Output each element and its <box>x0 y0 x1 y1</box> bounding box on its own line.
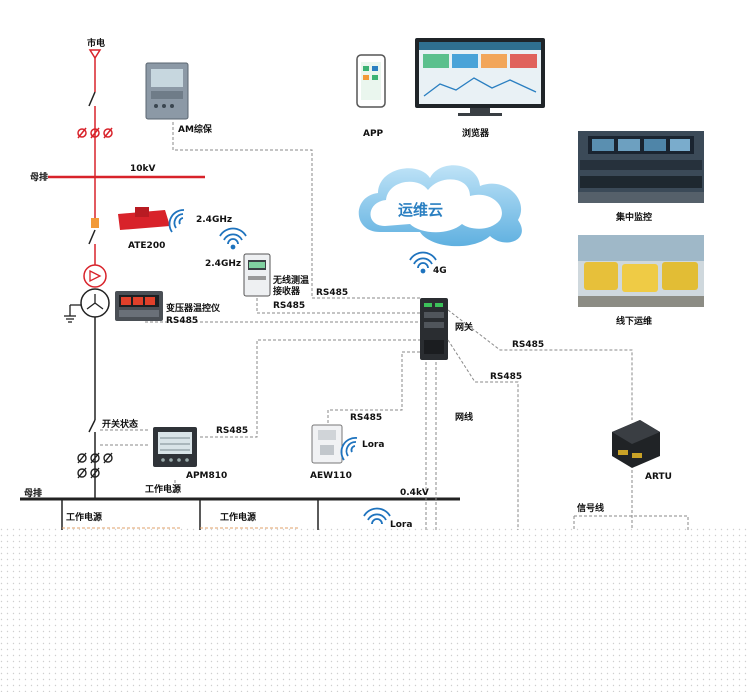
rs485-line-mid <box>447 339 519 530</box>
rs485-artu-label: RS485 <box>512 340 544 350</box>
signal-line-branch <box>573 515 689 530</box>
cloud-icon <box>358 165 522 247</box>
rs485-apm-label: RS485 <box>216 426 248 436</box>
aew110-label: AEW110 <box>310 471 352 481</box>
am-protection-label: AM综保 <box>178 123 213 135</box>
artu-label: ARTU <box>645 472 672 482</box>
ate200-label: ATE200 <box>128 241 165 251</box>
cloud-label: 运维云 <box>398 201 443 219</box>
ate200-sensor-icon <box>118 207 170 230</box>
signal-4g-label: 4G <box>433 266 447 276</box>
lv-breaker-icon <box>88 419 96 433</box>
browser-monitor-icon <box>415 38 545 116</box>
city-power-label: 市电 <box>87 37 105 49</box>
rs485-line-aew <box>327 351 420 423</box>
wifi-icon-4g <box>409 251 437 274</box>
rs485-line-am <box>172 122 420 299</box>
app-label: APP <box>363 129 384 139</box>
rs485-receiver-label: RS485 <box>273 301 305 311</box>
gateway-device-icon <box>420 298 448 360</box>
gateway-label: 网关 <box>455 321 473 333</box>
wireless-receiver-label-1: 无线测温 <box>272 274 309 286</box>
browser-label: 浏览器 <box>462 127 490 139</box>
freq-label-ate200: 2.4GHz <box>196 215 232 225</box>
dotted-overlay <box>0 528 750 692</box>
rs485-line-receiver <box>256 298 420 314</box>
ct-group-top-icon <box>77 127 113 139</box>
rs485-aew-label: RS485 <box>350 413 382 423</box>
lora-label-aew: Lora <box>362 440 384 450</box>
antenna-icon <box>88 49 102 60</box>
temperature-sensor-icon <box>91 218 99 228</box>
offline-maintenance-label: 线下运维 <box>616 315 652 327</box>
network-cable-label: 网线 <box>455 411 473 423</box>
wireless-receiver-label-2: 接收器 <box>273 285 301 297</box>
wifi-icon-lora-bottom <box>363 507 391 525</box>
ct-group-bottom-icon <box>77 452 113 479</box>
artu-device-icon <box>612 420 660 468</box>
rs485-line-artu <box>447 309 633 420</box>
apm810-meter-icon <box>153 427 197 467</box>
disconnect-switch-icon <box>88 91 96 107</box>
rs485-line-apm <box>200 339 420 438</box>
busbar-top-label: 母排 <box>30 171 48 183</box>
rs485-transformer-label: RS485 <box>166 316 198 326</box>
transformer-controller-label: 变压器温控仪 <box>166 302 221 314</box>
working-power-label-c: 工作电源 <box>220 511 256 523</box>
working-power-label-a: 工作电源 <box>145 483 181 495</box>
rs485-am-label: RS485 <box>316 288 348 298</box>
switch-status-label: 开关状态 <box>102 418 138 430</box>
transformer-temp-controller-icon <box>115 291 163 321</box>
phone-app-icon <box>356 54 386 108</box>
aew110-sensor-icon <box>311 424 343 464</box>
rs485-mid-label: RS485 <box>490 372 522 382</box>
control-room-photo <box>578 131 704 203</box>
freq-label-receiver: 2.4GHz <box>205 259 241 269</box>
ground-icon <box>64 304 81 323</box>
breaker-icon <box>88 229 96 245</box>
lora-label-bottom: Lora <box>390 520 412 530</box>
busbar-bottom-label: 母排 <box>24 487 42 499</box>
working-power-label-b: 工作电源 <box>66 511 102 523</box>
transformer-icon <box>80 264 110 318</box>
wifi-icon-receiver <box>219 227 247 250</box>
centralized-monitoring-label: 集中监控 <box>615 211 652 223</box>
field-maintenance-photo <box>578 235 704 307</box>
wireless-receiver-icon <box>243 253 271 297</box>
voltage-04kv-label: 0.4kV <box>400 488 429 498</box>
signal-line-label: 信号线 <box>577 502 604 514</box>
apm810-label: APM810 <box>186 471 227 481</box>
voltage-10kv-label: 10kV <box>130 164 156 174</box>
am-protection-device-icon <box>145 62 189 120</box>
wifi-icon-ate200 <box>168 209 185 233</box>
wifi-icon-aew110 <box>340 437 358 461</box>
